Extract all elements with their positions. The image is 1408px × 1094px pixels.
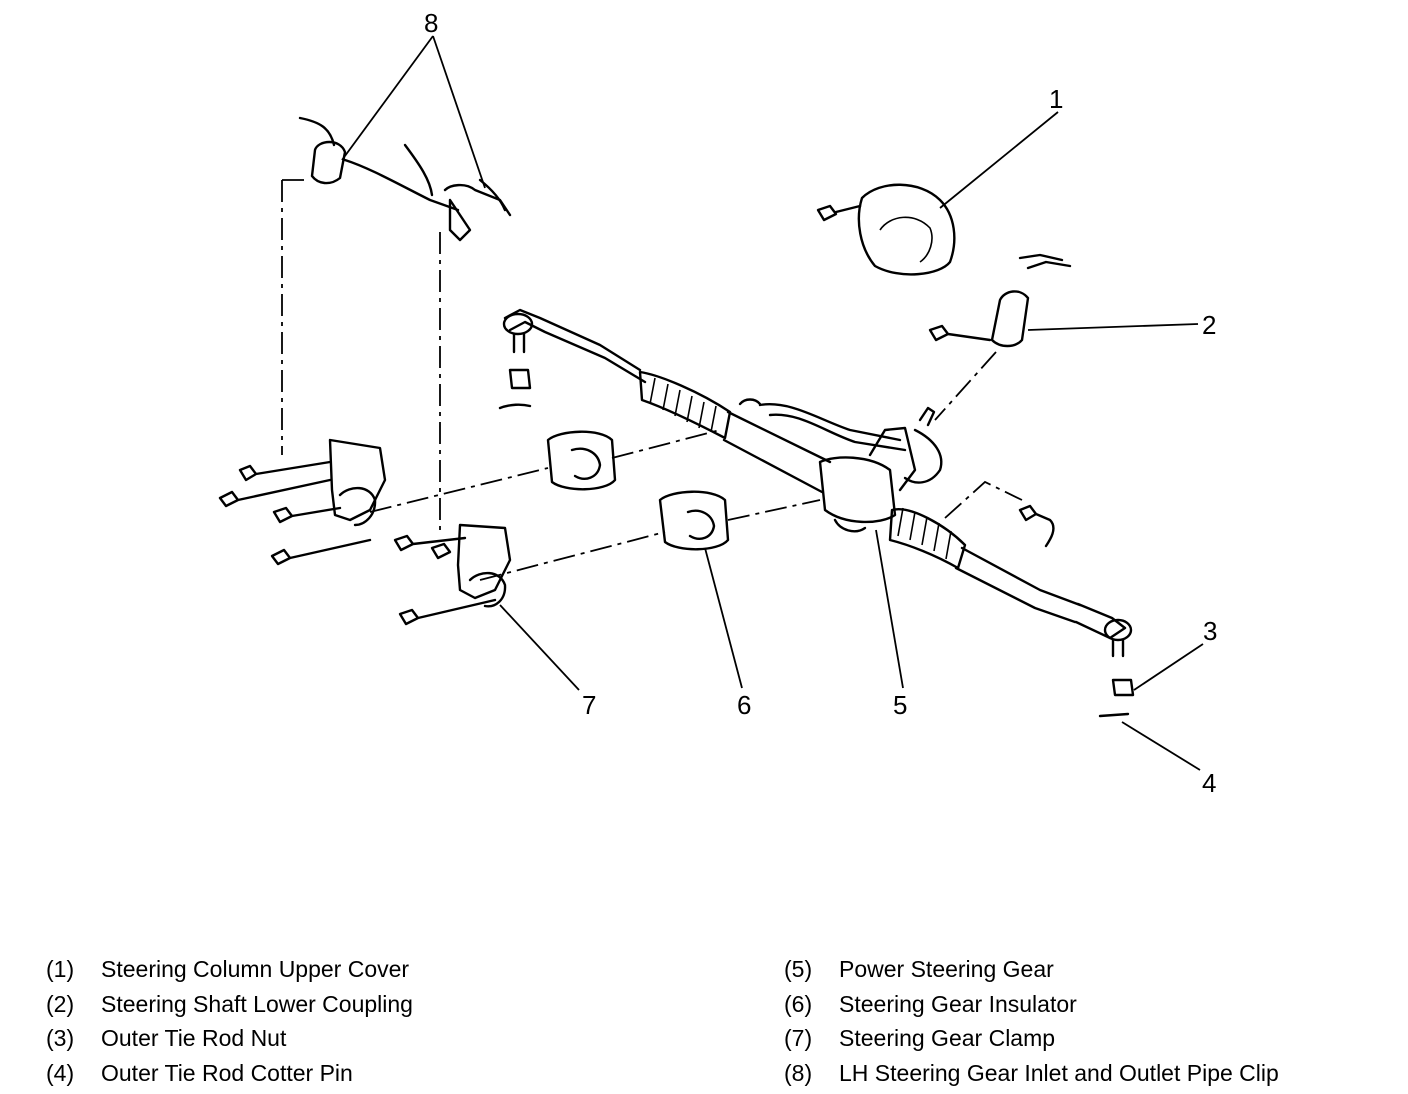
legend-number: (7) [784, 1025, 813, 1051]
callout-3: 3 [1203, 616, 1217, 646]
callout-7: 7 [582, 690, 596, 720]
legend-item: (6) Steering Gear Insulator [784, 987, 1279, 1022]
callout-5: 5 [893, 690, 907, 720]
callout-4: 4 [1202, 768, 1216, 798]
legend-number: (2) [46, 990, 75, 1017]
legend-item: (5) Power Steering Gear [784, 952, 1279, 987]
legend-item: (3) Outer Tie Rod Nut [46, 1021, 413, 1056]
callout-2: 2 [1202, 310, 1216, 340]
legend-item: (7) Steering Gear Clamp [784, 1021, 1279, 1056]
legend-number: (3) [46, 1025, 75, 1051]
legend-number: (8) [784, 1059, 813, 1086]
legend-label: Steering Gear Insulator [839, 990, 1077, 1017]
legend-item: (8) LH Steering Gear Inlet and Outlet Pi… [784, 1056, 1279, 1091]
legend-item: (2) Steering Shaft Lower Coupling [46, 987, 413, 1022]
power-steering-gear [498, 308, 1135, 718]
legend-item: (1) Steering Column Upper Cover [46, 952, 413, 987]
legend-item: (4) Outer Tie Rod Cotter Pin [46, 1056, 413, 1091]
callout-6: 6 [737, 690, 751, 720]
legend-number: (6) [784, 990, 813, 1017]
legend-label: Outer Tie Rod Cotter Pin [101, 1059, 353, 1086]
legend-left: (1) Steering Column Upper Cover (2) Stee… [46, 952, 413, 1090]
legend-label: Steering Gear Clamp [839, 1025, 1056, 1051]
steering-gear-clamp-right [393, 523, 512, 626]
legend-number: (1) [46, 956, 75, 982]
legend-label: Power Steering Gear [839, 956, 1054, 982]
legend-number: (4) [46, 1059, 75, 1086]
pipe-clip [298, 116, 512, 242]
steering-column-upper-cover [816, 183, 956, 276]
steering-shaft-lower-coupling [928, 253, 1072, 348]
callout-1: 1 [1049, 84, 1063, 114]
legend-label: LH Steering Gear Inlet and Outlet Pipe C… [839, 1059, 1279, 1086]
legend-label: Outer Tie Rod Nut [101, 1025, 287, 1051]
callout-8: 8 [424, 8, 438, 38]
legend-right: (5) Power Steering Gear (6) Steering Gea… [784, 952, 1279, 1090]
legend-number: (5) [784, 956, 813, 982]
legend-label: Steering Shaft Lower Coupling [101, 990, 413, 1017]
steering-gear-insulator [546, 430, 730, 551]
exploded-view-diagram: 8 1 2 3 4 5 6 7 [218, 8, 1217, 798]
legend-label: Steering Column Upper Cover [101, 956, 410, 982]
leader-lines [341, 35, 1204, 771]
steering-gear-clamp-left [218, 438, 387, 566]
